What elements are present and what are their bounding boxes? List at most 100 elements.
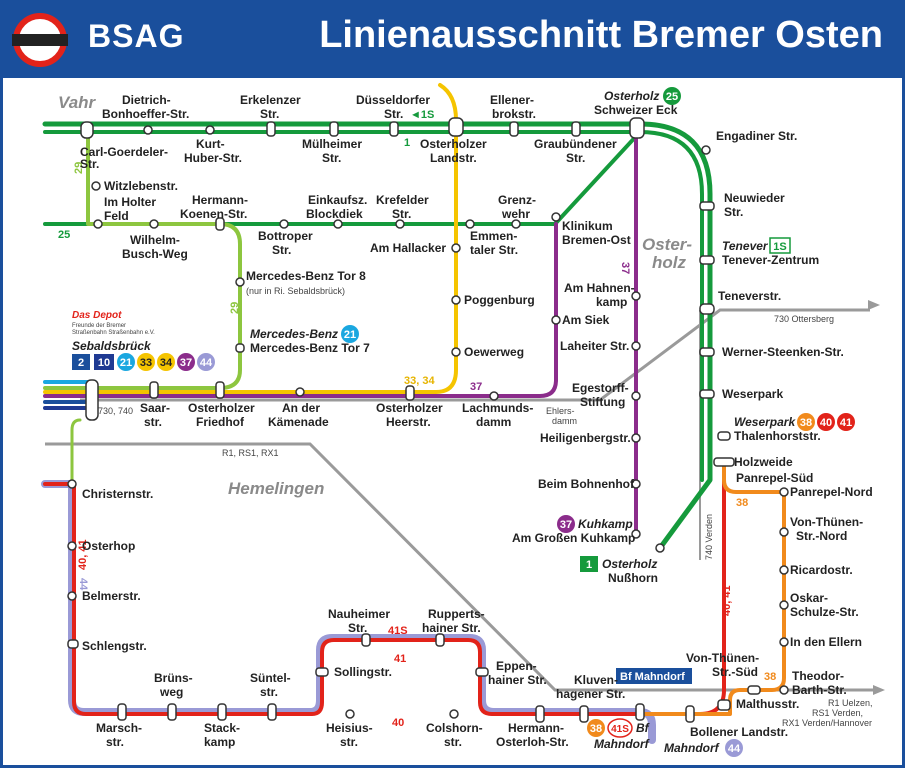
- label-hermann-o-2: Osterloh-Str.: [496, 735, 569, 749]
- rail-label-uelzen-2: RS1 Verden,: [812, 708, 863, 718]
- label-grenz-2: wehr: [501, 207, 530, 221]
- badge-25-text: 25: [666, 91, 678, 103]
- stop-heiligenberg: [631, 433, 641, 443]
- label-neuwieder-2: Str.: [724, 205, 743, 219]
- rail-label-verden: 740 Verden: [704, 514, 714, 560]
- stop-teneverstr: [699, 303, 715, 315]
- label-hermann-o-1: Hermann-: [508, 721, 564, 735]
- label-graubuendener-2: Str.: [566, 151, 585, 165]
- label-lachmund-1: Lachmunds-: [462, 401, 533, 415]
- label-kurt-2: Huber-Str.: [184, 151, 242, 165]
- label-suentel-1: Süntel-: [250, 671, 291, 685]
- label-bollener: Bollener Landstr.: [690, 725, 788, 739]
- badge-41-weserpark: [837, 413, 855, 431]
- badge-1s: [769, 237, 791, 254]
- label-heisius-1: Heisius-: [326, 721, 373, 735]
- stop-solling: [315, 667, 329, 677]
- stop-bruensweg: [167, 703, 177, 721]
- stop-engadiner: [701, 145, 711, 155]
- term-mercedes-2: Mercedes-Benz Tor 7: [250, 341, 370, 355]
- label-carl-2: Str.: [80, 157, 99, 171]
- label-saar-1: Saar-: [140, 401, 170, 415]
- term-weserpark-1: Weserpark: [734, 415, 796, 429]
- rail-label-ottersberg: 730 Ottersberg: [774, 314, 834, 324]
- stop-werner: [699, 347, 715, 357]
- label-eppen-1: Eppen-: [496, 659, 537, 673]
- label-theodor-1: Theodor-: [792, 669, 844, 683]
- line-label-33-34: 33, 34: [404, 375, 435, 387]
- term-tenever-2: Tenever-Zentrum: [722, 253, 819, 267]
- term-bf-mahndorf-2: Mahndorf: [594, 737, 650, 751]
- label-tor8: Mercedes-Benz Tor 8: [246, 269, 366, 283]
- label-oewerweg: Oewerweg: [464, 345, 524, 359]
- label-duesseldorfer-2: Str.: [384, 107, 403, 121]
- badge-21-mercedes: [341, 325, 359, 343]
- depot-sub-2: Straßenbahn Straßenbahn e.V.: [72, 330, 155, 336]
- label-lachmund-2: damm: [476, 415, 511, 429]
- term-weserpark-2: Thalenhorststr.: [734, 429, 821, 443]
- brand-name: BSAG: [88, 18, 185, 54]
- label-marsch-2: str.: [106, 735, 124, 749]
- stop-osterholzer-landstr: [448, 117, 464, 137]
- line-label-40: 40: [392, 717, 404, 729]
- stop-duesseldorfer: [389, 121, 399, 137]
- rail-label-r1: R1, RS1, RX1: [222, 448, 279, 458]
- line-label-40-41b: 40, 41: [721, 585, 733, 616]
- badge-41-weserpark-text: 41: [840, 417, 852, 429]
- label-poggenburg: Poggenburg: [464, 293, 535, 307]
- area-hemelingen: Hemelingen: [228, 479, 324, 498]
- label-bruens-2: weg: [159, 685, 183, 699]
- label-krefelder-2: Str.: [392, 207, 411, 221]
- term-nusshorn-1: Osterholz: [602, 557, 657, 571]
- stop-kaemenade: [295, 387, 305, 397]
- badge-37-kuhkamp-text: 37: [560, 519, 572, 531]
- term-nusshorn-2: Nußhorn: [608, 571, 658, 585]
- rail-label-ehlers-2: damm: [552, 416, 577, 426]
- term-bf-mahndorf-1: Bf: [636, 721, 650, 735]
- label-thuenen-nord-1: Von-Thünen-: [790, 515, 863, 529]
- label-colshorn-2: str.: [444, 735, 462, 749]
- stop-bollener: [685, 705, 695, 723]
- stop-ellener: [509, 121, 519, 137]
- label-wilhelm-2: Busch-Weg: [122, 247, 188, 261]
- rail-ottersberg: [80, 308, 870, 402]
- label-bohnenhof: Beim Bohnenhof: [538, 477, 635, 491]
- label-stack-2: kamp: [204, 735, 235, 749]
- badge-38-mahndorf-text: 38: [590, 723, 602, 735]
- badge-44-mahndorf: [725, 739, 743, 757]
- badge-10-text: 10: [98, 357, 110, 369]
- label-wilhelm-1: Wilhelm-: [130, 233, 180, 247]
- stop-nauheimer: [361, 633, 371, 647]
- stop-heerstr: [405, 385, 415, 401]
- stop-oskar: [779, 600, 789, 610]
- label-laheiter: Laheiter Str.: [560, 339, 629, 353]
- label-graubuendener-1: Graubündener: [534, 137, 617, 151]
- badge-21-text: 21: [120, 357, 132, 369]
- label-hahnen-2: kamp: [596, 295, 627, 309]
- stop-theodor-barth: [779, 685, 789, 695]
- rail-label-uelzen-1: R1 Uelzen,: [828, 698, 873, 708]
- station-labels: Dietrich- Bonhoeffer-Str. Kurt- Huber-St…: [80, 93, 873, 749]
- stop-kurt-huber: [205, 125, 215, 135]
- label-ricardo: Ricardostr.: [790, 563, 853, 577]
- label-ellener-2: brokstr.: [492, 107, 536, 121]
- stop-emmentaler: [465, 219, 475, 229]
- label-hermann-1: Hermann-: [192, 193, 248, 207]
- stop-hermann-osterloh: [535, 705, 545, 723]
- label-colshorn-1: Colshorn-: [426, 721, 483, 735]
- line-29-link: [70, 418, 82, 486]
- label-stack-1: Stack-: [204, 721, 240, 735]
- label-duesseldorfer-1: Düsseldorfer: [356, 93, 430, 107]
- term-mahndorf: Mahndorf: [664, 741, 720, 755]
- badge-41s-mahndorf: [607, 718, 633, 738]
- badge-38-weserpark-text: 38: [800, 417, 812, 429]
- label-theodor-2: Barth-Str.: [792, 683, 847, 697]
- stop-marschstr: [117, 703, 127, 721]
- term-schweizer-eck-1: Osterholz: [604, 89, 659, 103]
- stop-nusshorn: [655, 543, 665, 553]
- badge-1-nusshorn-text: 1: [586, 559, 592, 571]
- label-teneverstr: Teneverstr.: [718, 289, 781, 303]
- badge-38-weserpark: [797, 413, 815, 431]
- label-rupperts-1: Rupperts-: [428, 607, 485, 621]
